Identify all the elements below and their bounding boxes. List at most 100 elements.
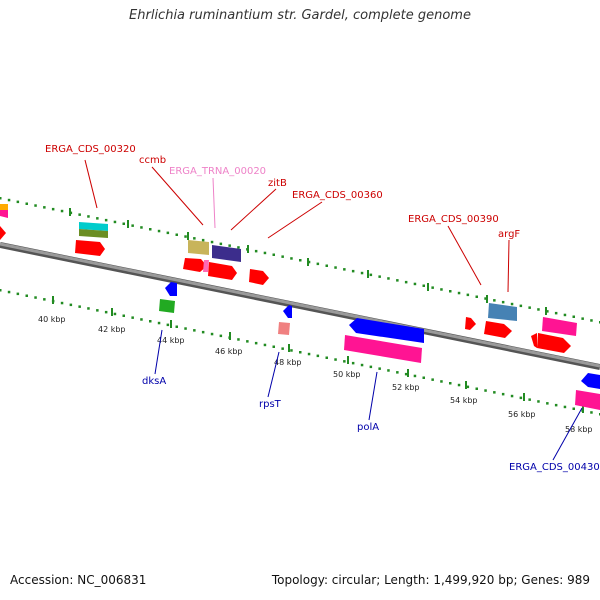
tick-label-52: 52 kbp bbox=[392, 383, 420, 392]
track-dot bbox=[449, 382, 452, 385]
track-dot bbox=[157, 229, 161, 233]
track-dot bbox=[122, 314, 125, 317]
label-ccmb: ccmb bbox=[139, 155, 166, 166]
track-dot bbox=[334, 358, 337, 361]
track-dot bbox=[43, 206, 46, 209]
lower-dotted-track bbox=[0, 289, 600, 416]
track-dot bbox=[493, 299, 496, 302]
track-dot bbox=[0, 197, 2, 200]
track-dot bbox=[484, 389, 487, 392]
track-dot bbox=[475, 387, 478, 390]
leader-lines-bottom bbox=[154, 329, 583, 461]
track-dot bbox=[16, 292, 20, 296]
label-erga-cds-00390: ERGA_CDS_00390 bbox=[408, 214, 499, 225]
track-dot bbox=[528, 306, 531, 309]
track-dot bbox=[466, 293, 470, 297]
track-dot bbox=[501, 300, 505, 304]
track-dot bbox=[316, 354, 320, 358]
track-dot bbox=[537, 308, 540, 311]
track-dot bbox=[449, 290, 452, 293]
track-dot bbox=[316, 262, 320, 266]
track-dot bbox=[334, 266, 337, 269]
track-dot bbox=[7, 198, 11, 202]
track-dot bbox=[219, 242, 223, 246]
label-rpst: rpsT bbox=[259, 399, 282, 410]
track-dot bbox=[140, 226, 143, 229]
track-dot bbox=[369, 273, 373, 277]
feature-argf bbox=[531, 317, 577, 353]
track-dot bbox=[563, 405, 567, 409]
track-dot bbox=[554, 403, 558, 407]
track-dot bbox=[519, 304, 523, 308]
gene-labels-bottom: dksA rpsT polA ERGA_CDS_00430 bbox=[142, 376, 600, 473]
tick-label-42: 42 kbp bbox=[98, 325, 126, 334]
track-dot bbox=[351, 361, 355, 365]
track-dot bbox=[78, 213, 81, 216]
label-erga-cds-00430: ERGA_CDS_00430 bbox=[509, 462, 600, 473]
track-dot bbox=[325, 356, 328, 359]
track-dot bbox=[590, 319, 593, 322]
track-dot bbox=[581, 317, 584, 320]
tick-label-48: 48 kbp bbox=[274, 358, 302, 367]
tick-labels: 40 kbp 42 kbp 44 kbp 46 kbp 48 kbp 50 kb… bbox=[38, 315, 593, 434]
track-dot bbox=[360, 271, 364, 275]
track-dot bbox=[466, 385, 470, 389]
track-dot bbox=[201, 330, 205, 334]
feature-arg-small bbox=[465, 317, 476, 330]
track-dot bbox=[510, 302, 514, 306]
track-dot bbox=[228, 244, 231, 247]
track-dot bbox=[175, 233, 178, 236]
track-dot bbox=[484, 297, 487, 300]
track-dot bbox=[246, 340, 249, 343]
label-pola: polA bbox=[357, 422, 379, 433]
genome-summary-text: Topology: circular; Length: 1,499,920 bp… bbox=[271, 573, 590, 587]
track-dot bbox=[104, 218, 108, 222]
label-erga-cds-00360: ERGA_CDS_00360 bbox=[292, 190, 383, 201]
track-dot bbox=[87, 307, 90, 310]
track-dot bbox=[254, 341, 258, 345]
track-dot bbox=[113, 312, 117, 316]
track-dot bbox=[78, 305, 81, 308]
track-dot bbox=[0, 289, 2, 292]
tick-label-40: 40 kbp bbox=[38, 315, 66, 324]
feature-erga-cds-00320 bbox=[75, 222, 108, 256]
track-dot bbox=[431, 286, 434, 289]
track-dot bbox=[440, 288, 443, 291]
track-dot bbox=[537, 400, 540, 403]
track-dot bbox=[210, 332, 214, 336]
track-dot bbox=[457, 291, 461, 295]
feature-erga-cds-00430 bbox=[575, 373, 600, 410]
track-dot bbox=[34, 204, 37, 207]
label-dksa: dksA bbox=[142, 376, 166, 387]
tick-label-58: 58 kbp bbox=[565, 425, 593, 434]
track-dot bbox=[378, 367, 381, 370]
track-dot bbox=[396, 371, 399, 374]
track-dot bbox=[546, 310, 549, 313]
track-dot bbox=[263, 343, 267, 347]
track-dot bbox=[237, 246, 240, 249]
track-dot bbox=[440, 380, 443, 383]
track-dot bbox=[501, 392, 505, 396]
track-dot bbox=[325, 264, 328, 267]
track-dot bbox=[60, 301, 64, 305]
label-erga-trna-00020: ERGA_TRNA_00020 bbox=[169, 166, 266, 177]
track-dot bbox=[219, 334, 223, 338]
track-dot bbox=[149, 320, 152, 323]
track-dot bbox=[237, 338, 240, 341]
label-zitb: zitB bbox=[268, 178, 287, 189]
track-dot bbox=[457, 383, 461, 387]
track-dot bbox=[404, 372, 408, 376]
track-dot bbox=[193, 329, 196, 332]
track-dot bbox=[166, 323, 170, 327]
track-dot bbox=[201, 238, 205, 242]
track-dot bbox=[404, 280, 408, 284]
track-dot bbox=[299, 259, 302, 262]
tick-marks bbox=[52, 208, 584, 413]
label-erga-cds-00320: ERGA_CDS_00320 bbox=[45, 144, 136, 155]
track-dot bbox=[7, 290, 11, 294]
track-dot bbox=[43, 298, 46, 301]
feature-erga-cds-00390 bbox=[484, 303, 517, 338]
track-dot bbox=[69, 303, 73, 307]
